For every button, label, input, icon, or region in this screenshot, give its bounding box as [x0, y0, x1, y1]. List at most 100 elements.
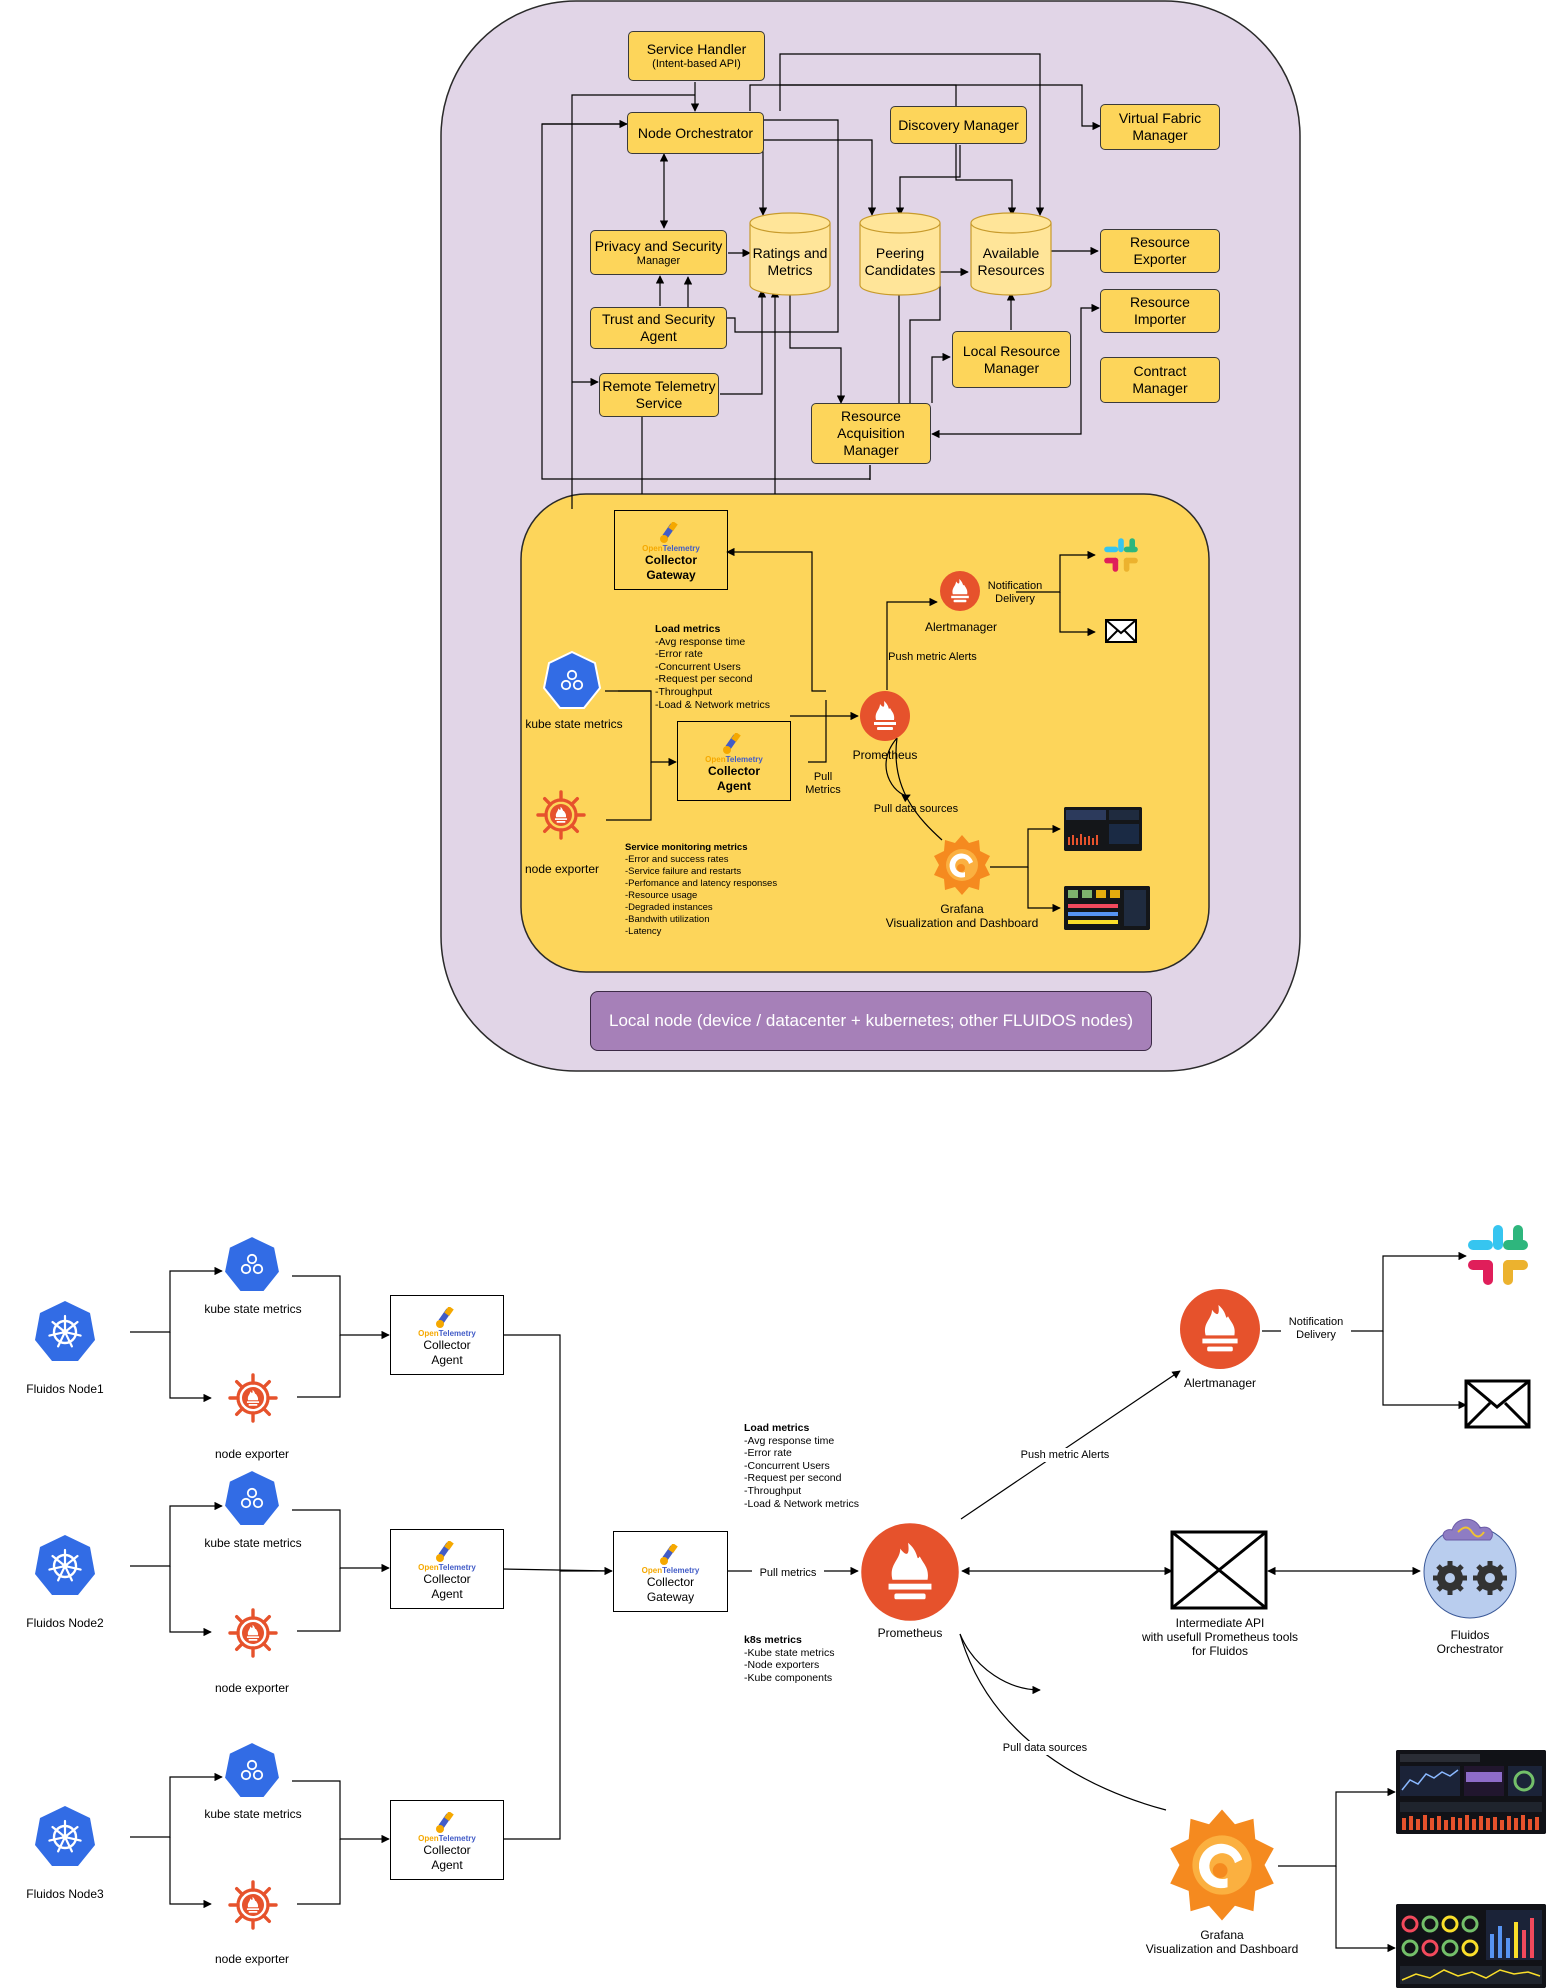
resource-exporter-line2: Exporter: [1133, 251, 1187, 267]
discovery-manager-label: Discovery Manager: [898, 116, 1019, 133]
ksm-label-2: kube state metrics: [204, 1536, 302, 1550]
alertmanager-icon-top: [940, 571, 980, 611]
remote-telemetry-line2: Service: [635, 395, 683, 411]
collector-gateway-bottom[interactable]: OpenTelemetry Collector Gateway: [613, 1531, 728, 1612]
trust-security-agent-line1: Trust and Security: [601, 311, 716, 327]
discovery-manager-box[interactable]: Discovery Manager: [890, 106, 1027, 144]
collector-agent-line1: Collector: [423, 1572, 471, 1586]
virtual-fabric-manager-box[interactable]: Virtual Fabric Manager: [1100, 104, 1220, 150]
collector-agent-line1: Collector: [423, 1338, 471, 1352]
privacy-security-manager-sub: Manager: [636, 254, 681, 267]
node3-label: Fluidos Node3: [26, 1887, 104, 1901]
virtual-fabric-manager-line2: Manager: [1132, 127, 1188, 143]
dashboard-thumb-bottom-2: [1396, 1904, 1546, 1988]
local-resource-manager-line2: Manager: [983, 359, 1040, 376]
resource-importer-box[interactable]: Resource Importer: [1100, 289, 1220, 333]
privacy-security-manager-box[interactable]: Privacy and Security Manager: [590, 230, 727, 275]
resource-acquisition-line1: Resource: [841, 408, 901, 424]
collector-agent-top[interactable]: OpenTelemetry Collector Agent: [677, 721, 791, 801]
trust-security-agent-line2: Agent: [640, 328, 677, 344]
dashboard-thumb-top-2: [1064, 886, 1150, 930]
resource-exporter-line1: Resource: [1130, 234, 1190, 250]
alertmanager-icon-bottom: [1180, 1289, 1260, 1369]
otel-brand: OpenTelemetry: [418, 1563, 476, 1572]
push-metric-alerts-bottom: Push metric Alerts: [1005, 1448, 1125, 1462]
node-orchestrator-box[interactable]: Node Orchestrator: [627, 112, 764, 154]
node-exporter-label-1: node exporter: [214, 1447, 290, 1461]
ksm-icon-2: [222, 1468, 282, 1527]
node-exporter-label-3: node exporter: [214, 1952, 290, 1966]
resource-acquisition-line3: Manager: [843, 442, 899, 458]
contract-manager-box[interactable]: Contract Manager: [1100, 357, 1220, 403]
collector-gateway-top[interactable]: OpenTelemetry Collector Gateway: [614, 510, 728, 590]
resource-exporter-box[interactable]: Resource Exporter: [1100, 229, 1220, 273]
ratings-metrics-store[interactable]: Ratings and Metrics: [750, 240, 830, 284]
peering-candidates-line2: Candidates: [864, 262, 936, 278]
peering-cylinder: [859, 212, 941, 296]
collector-agent-node1[interactable]: OpenTelemetry Collector Agent: [390, 1295, 504, 1375]
slack-icon-bottom: [1468, 1225, 1528, 1285]
ratings-metrics-line1: Ratings and: [752, 245, 828, 261]
load-metrics-list-top: Load metrics -Avg response time-Error ra…: [655, 623, 770, 711]
virtual-fabric-manager-line1: Virtual Fabric: [1118, 110, 1202, 126]
k8s-node1-icon: [35, 1301, 95, 1361]
remote-telemetry-service-box[interactable]: Remote Telemetry Service: [599, 373, 719, 417]
otel-icon: [436, 1812, 454, 1833]
available-resources-store[interactable]: Available Resources: [971, 240, 1051, 284]
service-handler-box[interactable]: Service Handler (Intent-based API): [628, 31, 765, 81]
collector-gateway-line2: Gateway: [646, 568, 696, 582]
resource-importer-line1: Resource: [1130, 294, 1190, 310]
available-resources-line2: Resources: [977, 262, 1045, 278]
peering-candidates-line1: Peering: [875, 245, 925, 261]
ratings-cylinder: [749, 212, 831, 296]
prometheus-icon-bottom: [861, 1523, 959, 1621]
available-cylinder: [970, 212, 1052, 296]
otel-icon: [436, 1541, 454, 1562]
prometheus-label-bottom: Prometheus: [877, 1626, 943, 1640]
intermediate-api-icon: [1170, 1530, 1268, 1610]
collector-agent-node2[interactable]: OpenTelemetry Collector Agent: [390, 1529, 504, 1609]
pull-metrics-bottom: Pull metrics: [752, 1566, 824, 1580]
collector-agent-line1: Collector: [423, 1843, 471, 1857]
ksm-label-1: kube state metrics: [204, 1302, 302, 1316]
collector-gateway-line1: Collector: [644, 553, 697, 567]
resource-importer-line2: Importer: [1133, 311, 1187, 327]
contract-manager-line1: Contract: [1133, 363, 1187, 379]
pull-data-sources-bottom: Pull data sources: [990, 1741, 1100, 1755]
peering-candidates-store[interactable]: Peering Candidates: [860, 240, 940, 284]
alertmanager-label-top: Alertmanager: [924, 620, 998, 634]
k8s-metrics-list-bottom: k8s metrics -Kube state metrics-Node exp…: [744, 1634, 835, 1684]
collector-agent-line2: Agent: [431, 1353, 463, 1367]
resource-acquisition-manager-box[interactable]: Resource Acquisition Manager: [811, 403, 931, 464]
bottom-connectors: [130, 1251, 1467, 1953]
email-icon-bottom: [1464, 1379, 1531, 1429]
local-resource-manager-box[interactable]: Local Resource Manager: [952, 331, 1071, 388]
collector-agent-line1: Collector: [707, 764, 760, 778]
k8s-node2-icon: [35, 1535, 95, 1595]
available-resources-line1: Available: [982, 245, 1040, 261]
dashboard-thumb-bottom-1: [1396, 1750, 1546, 1834]
collector-agent-node3[interactable]: OpenTelemetry Collector Agent: [390, 1800, 504, 1880]
collector-agent-line2: Agent: [431, 1587, 463, 1601]
otel-brand: OpenTelemetry: [642, 544, 700, 553]
service-handler-sub: (Intent-based API): [652, 58, 741, 70]
otel-brand: OpenTelemetry: [418, 1834, 476, 1843]
observability-stack-container: [520, 493, 1210, 973]
resource-acquisition-line2: Acquisition: [837, 425, 905, 441]
node-exporter-icon-2: [230, 1610, 276, 1656]
service-metrics-list-top: Service monitoring metrics -Error and su…: [625, 842, 778, 937]
trust-security-agent-box[interactable]: Trust and Security Agent: [590, 307, 727, 349]
email-icon-top: [1105, 619, 1137, 643]
top-connectors: [541, 53, 1101, 913]
collector-gateway-line2: Gateway: [646, 1590, 695, 1604]
node-exporter-label-2: node exporter: [214, 1681, 290, 1695]
node-exporter-icon-1: [230, 1375, 276, 1421]
otel-brand: OpenTelemetry: [418, 1329, 476, 1338]
collector-agent-line2: Agent: [717, 779, 751, 793]
remote-telemetry-line1: Remote Telemetry: [602, 378, 716, 394]
